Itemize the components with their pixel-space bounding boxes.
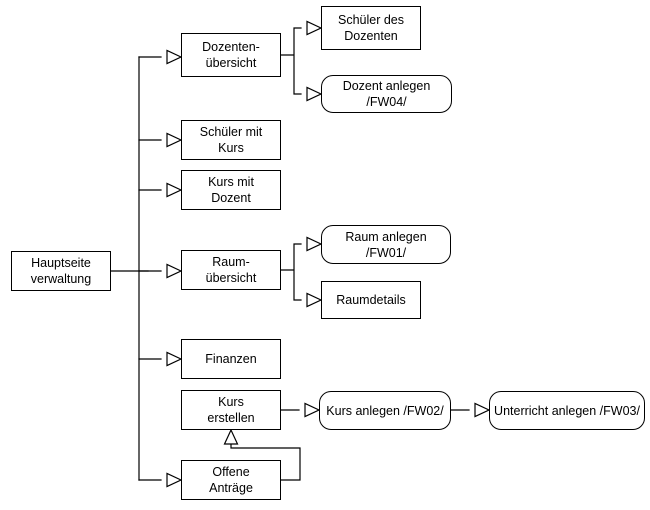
- node-dozentenuebersicht[interactable]: Dozenten- übersicht: [181, 33, 281, 77]
- node-kurs-anlegen[interactable]: Kurs anlegen /FW02/: [319, 391, 451, 430]
- node-hauptseite[interactable]: Hauptseite verwaltung: [11, 251, 111, 291]
- node-finanzen[interactable]: Finanzen: [181, 339, 281, 379]
- arrowhead-icon-raum-anlegen: [306, 236, 323, 252]
- arrowhead-icon-kurs-anlegen: [304, 402, 321, 418]
- node-kurs-erstellen[interactable]: Kurs erstellen: [181, 390, 281, 430]
- arrowhead-icon-unterricht-anlegen: [474, 402, 491, 418]
- arrowhead-icon-dozent-anlegen: [306, 86, 323, 102]
- arrowhead-icon-offene-antraege: [166, 472, 183, 488]
- arrowhead-icon-dozentenuebersicht: [166, 49, 183, 65]
- node-label-raum-anlegen: Raum anlegen /FW01/: [345, 229, 427, 260]
- node-label-dozent-anlegen: Dozent anlegen /FW04/: [342, 79, 431, 109]
- node-offene-antraege[interactable]: Offene Anträge: [181, 460, 281, 500]
- arrowhead-icon-kurs-mit-dozent: [166, 182, 183, 198]
- node-raumuebersicht[interactable]: Raum- übersicht: [181, 250, 281, 290]
- node-label-dozentenuebersicht: Dozenten- übersicht: [202, 40, 260, 70]
- node-raum-anlegen[interactable]: Raum anlegen /FW01/: [321, 225, 451, 264]
- node-label-kurs-mit-dozent: Kurs mit Dozent: [208, 175, 254, 205]
- arrowhead-icon-finanzen: [166, 351, 183, 367]
- node-label-finanzen: Finanzen: [205, 352, 257, 366]
- node-label-raumuebersicht: Raum- übersicht: [205, 255, 257, 285]
- node-label-schueler-mit-kurs: Schüler mit Kurs: [199, 125, 263, 155]
- node-label-kurs-anlegen: Kurs anlegen /FW02/: [326, 403, 444, 418]
- node-label-raumdetails: Raumdetails: [336, 293, 406, 307]
- arrowhead-icon-kurs-erstellen: [223, 428, 239, 445]
- node-dozent-anlegen[interactable]: Dozent anlegen /FW04/: [321, 75, 452, 113]
- arrowhead-icon-raumuebersicht: [166, 263, 183, 279]
- connector-dozenten-branch: [280, 27, 302, 95]
- arrowhead-icon-schueler-mit-kurs: [166, 132, 183, 148]
- node-kurs-mit-dozent[interactable]: Kurs mit Dozent: [181, 170, 281, 210]
- arrowhead-icon-schueler-des-dozenten: [306, 20, 323, 36]
- arrowhead-icon-raumdetails: [306, 292, 323, 308]
- node-unterricht-anlegen[interactable]: Unterricht anlegen /FW03/: [489, 391, 645, 430]
- node-label-unterricht-anlegen: Unterricht anlegen /FW03/: [494, 403, 640, 418]
- node-schueler-mit-kurs[interactable]: Schüler mit Kurs: [181, 120, 281, 160]
- node-label-kurs-erstellen: Kurs erstellen: [207, 395, 255, 425]
- node-schueler-des-dozenten[interactable]: Schüler des Dozenten: [321, 6, 421, 50]
- node-label-offene-antraege: Offene Anträge: [209, 465, 253, 495]
- connector-raum-branch: [280, 243, 302, 301]
- node-raumdetails[interactable]: Raumdetails: [321, 281, 421, 319]
- node-label-hauptseite: Hauptseite verwaltung: [30, 256, 92, 286]
- node-label-schueler-des-dozenten: Schüler des Dozenten: [337, 13, 404, 43]
